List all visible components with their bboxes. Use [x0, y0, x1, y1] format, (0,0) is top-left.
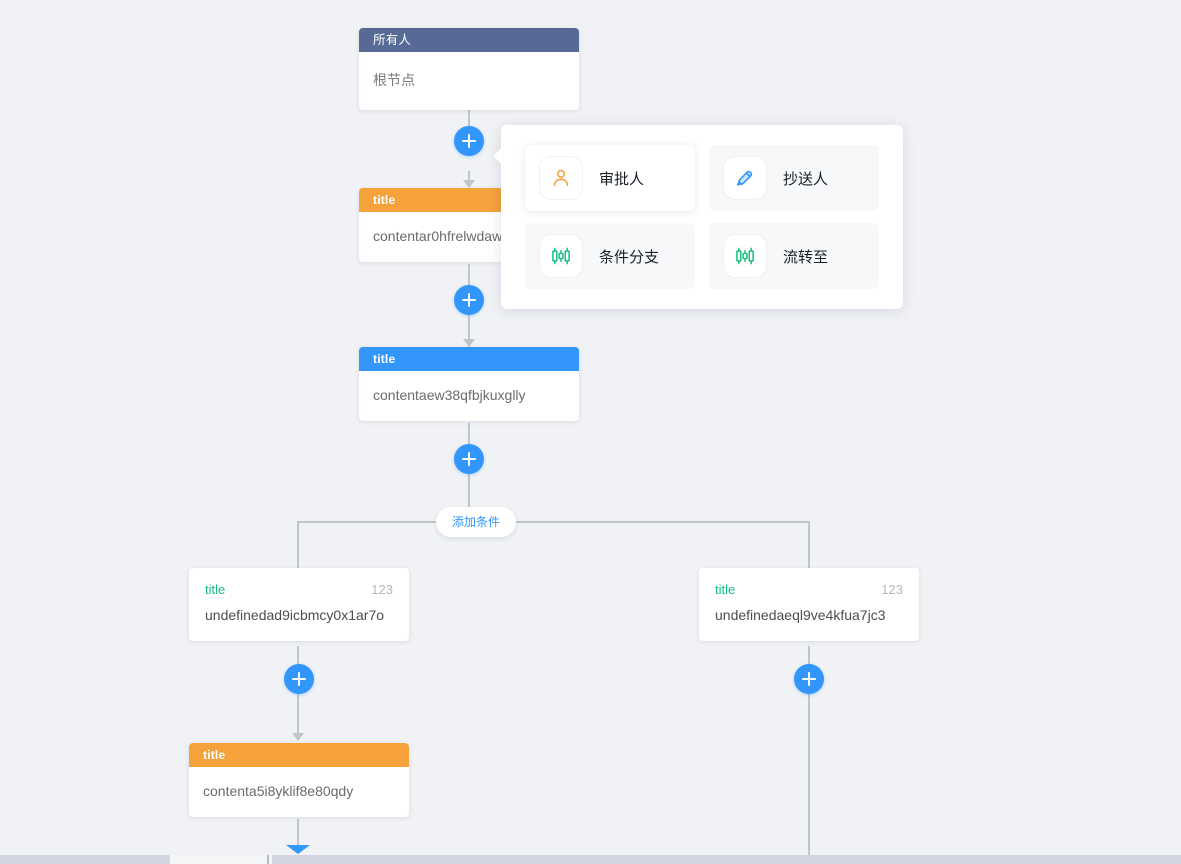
horizontal-scrollbar-divider: [267, 855, 269, 864]
popup-item-approver[interactable]: 审批人: [525, 145, 695, 211]
popup-item-cc[interactable]: 抄送人: [709, 145, 879, 211]
add-node-button-bottom-partial[interactable]: [286, 845, 310, 854]
add-node-button-1[interactable]: [454, 126, 484, 156]
popup-item-approver-label: 审批人: [599, 170, 645, 188]
connector-right-cond-down: [808, 646, 810, 855]
pen-icon: [723, 156, 767, 200]
arrow-to-approver1: [463, 180, 475, 188]
condition-right-top: title 123: [715, 582, 903, 597]
condition-right-content: undefinedaeql9ve4kfua7jc3: [715, 607, 886, 623]
user-icon: [539, 156, 583, 200]
popup-item-transfer-to-label: 流转至: [783, 248, 829, 266]
condition-right-priority: 123: [881, 582, 903, 597]
branch-horizontal-top: [298, 521, 809, 523]
node-root-header: 所有人: [359, 28, 579, 52]
popup-item-transfer-to[interactable]: 流转至: [709, 223, 879, 289]
condition-left-content: undefinedad9icbmcy0x1ar7o: [205, 607, 385, 623]
node-approver-1-content: contentar0hfrelwdaw: [373, 228, 503, 244]
condition-right-title: title: [715, 582, 736, 597]
condition-left-top: title 123: [205, 582, 393, 597]
node-approver-2[interactable]: title contentaew38qfbjkuxglly: [359, 347, 579, 421]
popup-menu-grid: 审批人 抄送人: [525, 145, 879, 289]
condition-left-priority: 123: [371, 582, 393, 597]
node-type-popup[interactable]: 审批人 抄送人: [493, 125, 903, 309]
node-condition-right[interactable]: title 123 undefinedaeql9ve4kfua7jc3: [699, 568, 919, 641]
connector-left-cond-to-plus: [297, 646, 299, 664]
node-left-child-content: contenta5i8yklif8e80qdy: [203, 783, 354, 799]
popup-item-condition-branch-label: 条件分支: [599, 248, 660, 266]
add-node-button-2[interactable]: [454, 285, 484, 315]
connector-left-child-to-bottom: [297, 819, 299, 845]
branch-left-drop: [297, 521, 299, 568]
horizontal-scrollbar-thumb[interactable]: [272, 855, 1181, 864]
horizontal-scrollbar-left-segment[interactable]: [0, 855, 170, 864]
node-condition-left[interactable]: title 123 undefinedad9icbmcy0x1ar7o: [189, 568, 409, 641]
node-approver-2-content: contentaew38qfbjkuxglly: [373, 387, 526, 403]
popup-item-condition-branch[interactable]: 条件分支: [525, 223, 695, 289]
arrow-to-left-child: [292, 733, 304, 741]
popup-item-cc-label: 抄送人: [783, 170, 829, 188]
node-approver-2-header: title: [359, 347, 579, 371]
node-root-content: 根节点: [373, 72, 415, 88]
connector-left-plus-to-child: [297, 694, 299, 734]
connector-root-to-plus1: [468, 105, 470, 141]
node-left-child-header: title: [189, 743, 409, 767]
add-node-button-3[interactable]: [454, 444, 484, 474]
node-root[interactable]: 所有人 根节点: [359, 28, 579, 110]
connector-plus3-to-branch: [468, 474, 470, 522]
branch-icon: [539, 234, 583, 278]
node-left-child[interactable]: title contenta5i8yklif8e80qdy: [189, 743, 409, 817]
horizontal-scrollbar[interactable]: [0, 855, 1181, 864]
add-node-button-left-branch[interactable]: [284, 664, 314, 694]
condition-left-title: title: [205, 582, 226, 597]
arrow-to-approver2: [463, 339, 475, 347]
connector-approver2-to-plus3: [468, 423, 470, 444]
connector-approver1-to-plus2: [468, 264, 470, 285]
add-condition-button[interactable]: 添加条件: [436, 507, 517, 537]
connector-plus1-to-approver1: [468, 171, 470, 183]
branch-icon: [723, 234, 767, 278]
branch-right-drop: [808, 521, 810, 568]
connector-plus2-to-approver2: [468, 315, 470, 340]
add-node-button-right-branch[interactable]: [794, 664, 824, 694]
popup-arrow-icon: [493, 147, 502, 165]
